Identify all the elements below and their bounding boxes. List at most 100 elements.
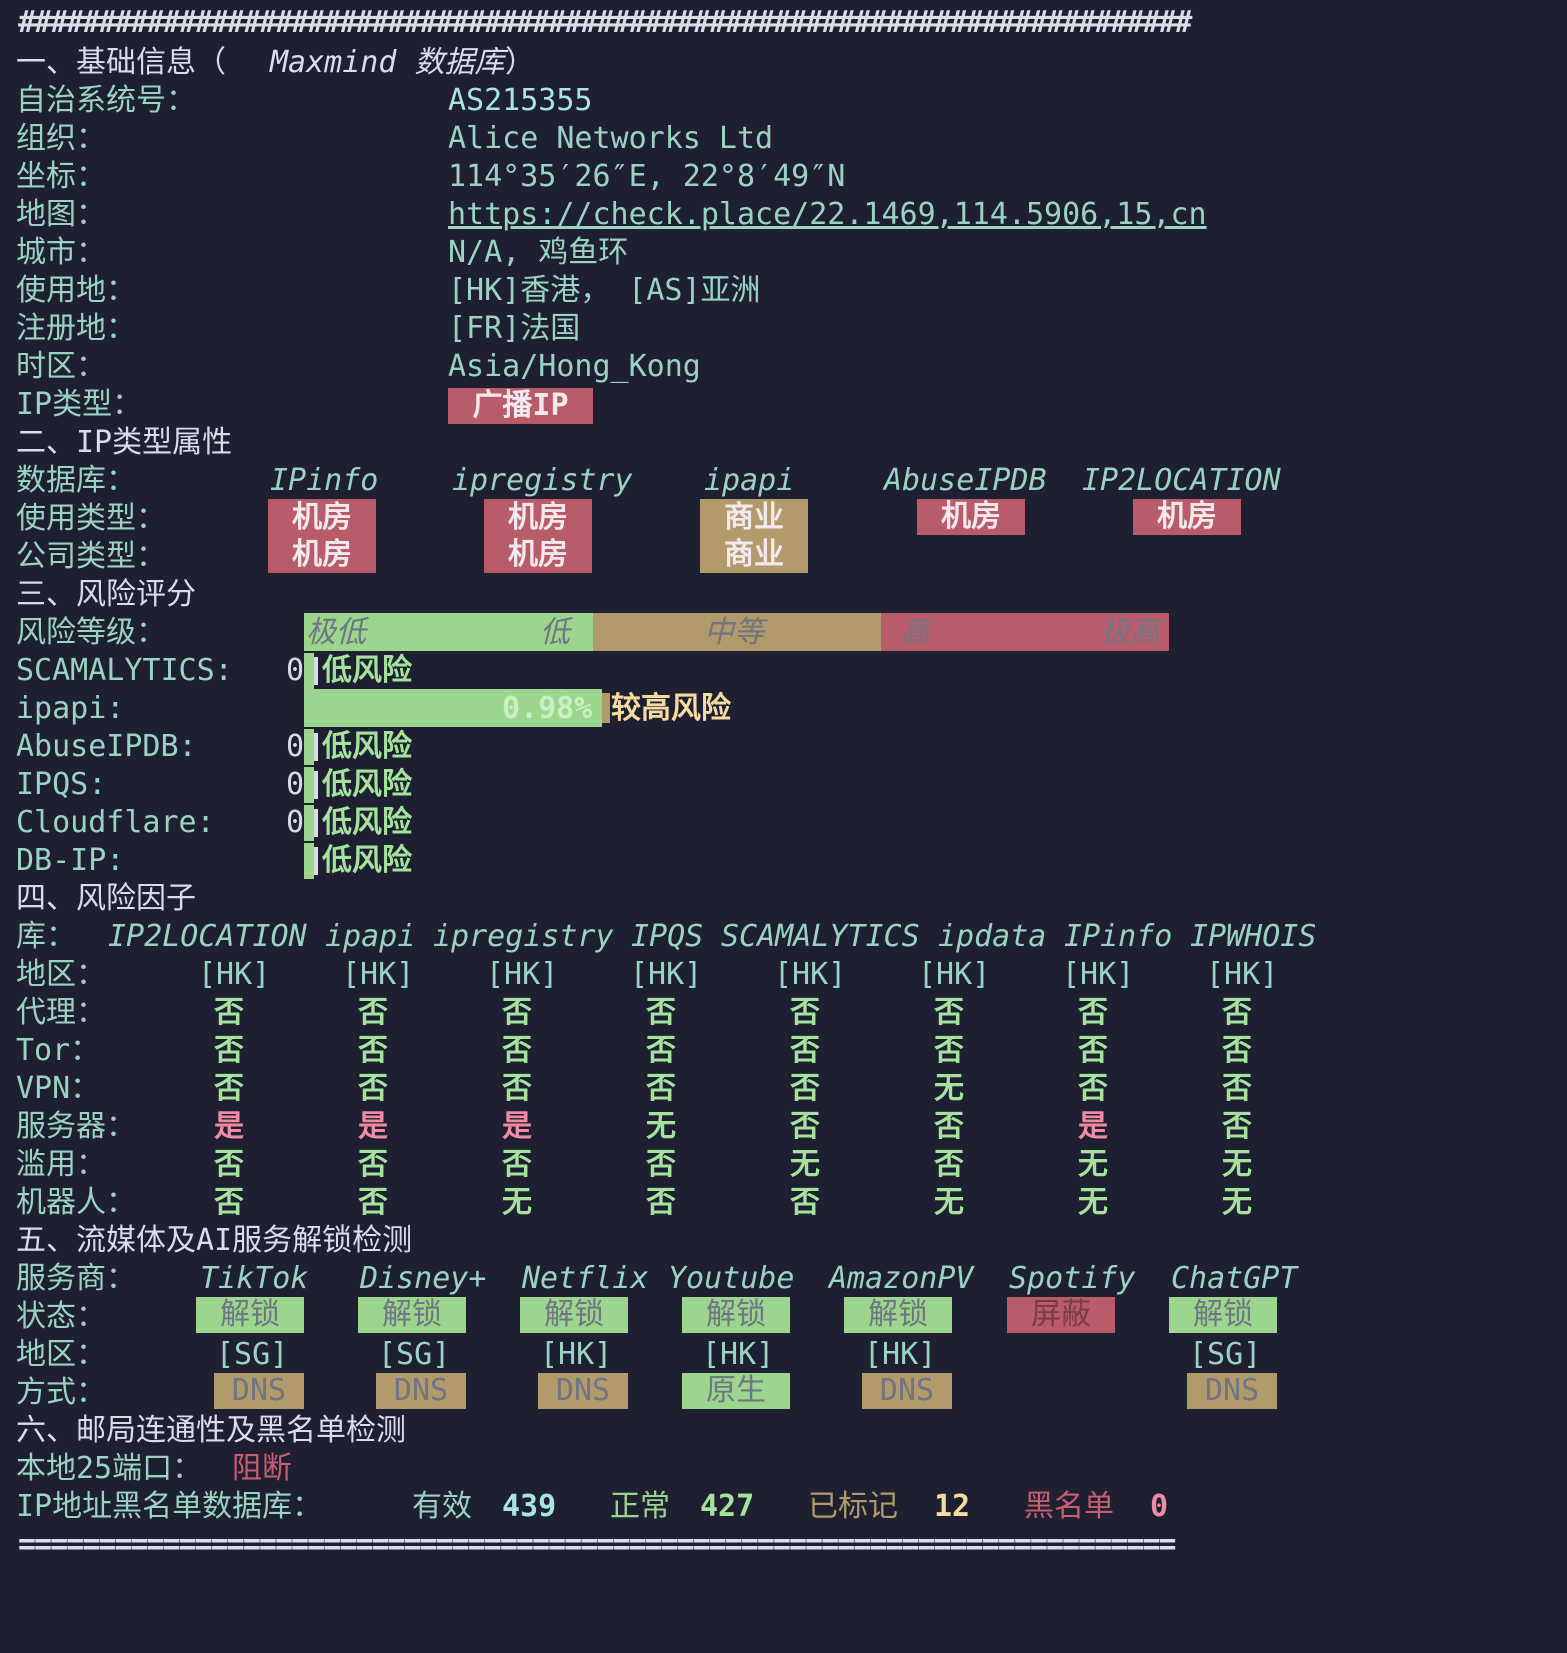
method-badge: DNS <box>214 1373 304 1409</box>
factor-cell: 否 <box>790 1033 820 1068</box>
score-row-scamalytics: SCAMALYTICS: 0 低风险 <box>0 651 1567 691</box>
factor-cell: 否 <box>646 1185 676 1220</box>
factor-cell: 是 <box>1078 1109 1108 1144</box>
score-text: 低风险 <box>322 653 412 688</box>
score-bar <box>304 689 602 727</box>
org-row: 组织： Alice Networks Ltd <box>16 121 774 156</box>
factor-cell: 否 <box>934 1033 964 1068</box>
section-3-title: 三、风险评分 <box>16 577 196 612</box>
db-name: ipregistry <box>452 463 633 498</box>
lib-name: ipdata <box>938 919 1047 954</box>
risk-level-label: 中等 <box>704 615 764 650</box>
region-value: [SG] <box>216 1337 289 1372</box>
factor-row: 代理：否否否否否否否否 <box>0 993 1567 1033</box>
factor-cell: 无 <box>934 1071 964 1106</box>
factor-cell: 否 <box>502 1071 532 1106</box>
company-row: 公司类型： 机房 机房 商业 <box>0 537 1567 577</box>
factor-cell: 否 <box>502 1147 532 1182</box>
lib-name: IPWHOIS <box>1190 919 1317 954</box>
lib-row: 库： IP2LOCATION ipapi ipregistry IPQS SCA… <box>0 917 1567 957</box>
asn-row: 自治系统号： AS215355 <box>16 83 593 118</box>
factor-cell: 否 <box>502 995 532 1030</box>
score-value: 0.98% <box>502 691 593 726</box>
factor-cell: 否 <box>358 1071 388 1106</box>
provider-name: AmazonPV <box>829 1261 974 1296</box>
score-text: 低风险 <box>322 767 412 802</box>
factor-cell: 无 <box>1222 1147 1252 1182</box>
company-badge: 商业 <box>700 537 808 573</box>
db-name: IP2LOCATION <box>1082 463 1281 498</box>
db-name: ipapi <box>704 463 795 498</box>
score-cursor <box>602 693 610 723</box>
risk-level-label: 高 <box>900 615 930 650</box>
score-row-dbip: DB-IP: 低风险 <box>0 841 1567 881</box>
section-1-title: 一、基础信息（ Maxmind 数据库 ） <box>16 45 535 80</box>
status-row: 状态： 解锁 解锁 解锁 解锁 解锁 屏蔽 解锁 <box>0 1297 1567 1337</box>
port-row: 本地25端口： 阻断 <box>0 1449 1567 1489</box>
factor-cell: 否 <box>646 1033 676 1068</box>
lib-name: IPinfo <box>1064 919 1173 954</box>
method-row: 方式： DNS DNS DNS 原生 DNS DNS <box>0 1373 1567 1413</box>
factor-cell: 否 <box>214 1071 244 1106</box>
marked-count: 12 <box>934 1489 971 1524</box>
risk-level-label: 极高 <box>1100 615 1160 650</box>
factor-cell: 否 <box>358 1033 388 1068</box>
lib-name: IPQS <box>631 919 704 954</box>
factor-cell: [HK] <box>198 957 271 992</box>
company-badge: 机房 <box>484 537 592 573</box>
risk-high-band <box>881 613 1169 651</box>
usage-badge: 机房 <box>484 499 592 537</box>
score-bar <box>304 805 314 841</box>
factor-cell: 否 <box>646 995 676 1030</box>
map-link[interactable]: https://check.place/22.1469,114.5906,15,… <box>448 197 1207 232</box>
status-badge: 解锁 <box>520 1297 628 1333</box>
port-status: 阻断 <box>232 1451 292 1486</box>
factor-cell: 无 <box>1078 1185 1108 1220</box>
score-value: 0 <box>286 653 305 688</box>
factor-cell: 无 <box>790 1147 820 1182</box>
region-value: [HK] <box>540 1337 613 1372</box>
factor-cell: [HK] <box>1062 957 1135 992</box>
risk-level-label: 极低 <box>306 615 366 650</box>
factor-cell: 是 <box>214 1109 244 1144</box>
reg-row: 注册地： [FR]法国 <box>16 311 581 346</box>
provider-name: Netflix <box>522 1261 649 1296</box>
db-row: 数据库： IPinfo ipregistry ipapi AbuseIPDB I… <box>0 461 1567 501</box>
provider-name: Disney+ <box>360 1261 487 1296</box>
status-badge: 解锁 <box>196 1297 304 1333</box>
status-badge: 解锁 <box>1169 1297 1277 1333</box>
separator-bottom: ========================================… <box>0 1525 1567 1565</box>
risk-low-band <box>304 613 593 651</box>
factor-cell: [HK] <box>1206 957 1279 992</box>
factor-cell: 否 <box>1222 1033 1252 1068</box>
factor-cell: 是 <box>502 1109 532 1144</box>
region-value: [SG] <box>378 1337 451 1372</box>
factor-cell: 否 <box>790 1109 820 1144</box>
factor-cell: 否 <box>790 1185 820 1220</box>
lib-name: SCAMALYTICS <box>721 919 920 954</box>
method-badge: DNS <box>376 1373 466 1409</box>
factor-cell: 是 <box>358 1109 388 1144</box>
iptype-badge: 广播IP <box>448 388 593 424</box>
provider-name: Spotify <box>1009 1261 1136 1296</box>
score-text: 低风险 <box>322 843 412 878</box>
factor-cell: 否 <box>790 995 820 1030</box>
region-row: 地区： [SG] [SG] [HK] [HK] [HK] [SG] <box>0 1335 1567 1375</box>
iptype-row: IP类型： 广播IP <box>0 385 1567 425</box>
score-cursor <box>314 847 318 875</box>
score-bar <box>304 767 314 803</box>
provider-name: TikTok <box>200 1261 309 1296</box>
factor-cell: 无 <box>934 1185 964 1220</box>
method-badge: DNS <box>862 1373 952 1409</box>
factor-row: 服务器：是是是无否否是否 <box>0 1107 1567 1147</box>
factor-cell: 否 <box>1078 1071 1108 1106</box>
factor-cell: 否 <box>646 1147 676 1182</box>
blacklist-count: 0 <box>1150 1489 1169 1524</box>
factor-cell: 否 <box>358 995 388 1030</box>
score-bar <box>304 729 314 765</box>
usage-badge: 商业 <box>700 499 808 537</box>
score-row-ipqs: IPQS: 0 低风险 <box>0 765 1567 805</box>
factor-cell: 无 <box>1078 1147 1108 1182</box>
db-name: IPinfo <box>270 463 379 498</box>
factor-cell: 否 <box>358 1147 388 1182</box>
